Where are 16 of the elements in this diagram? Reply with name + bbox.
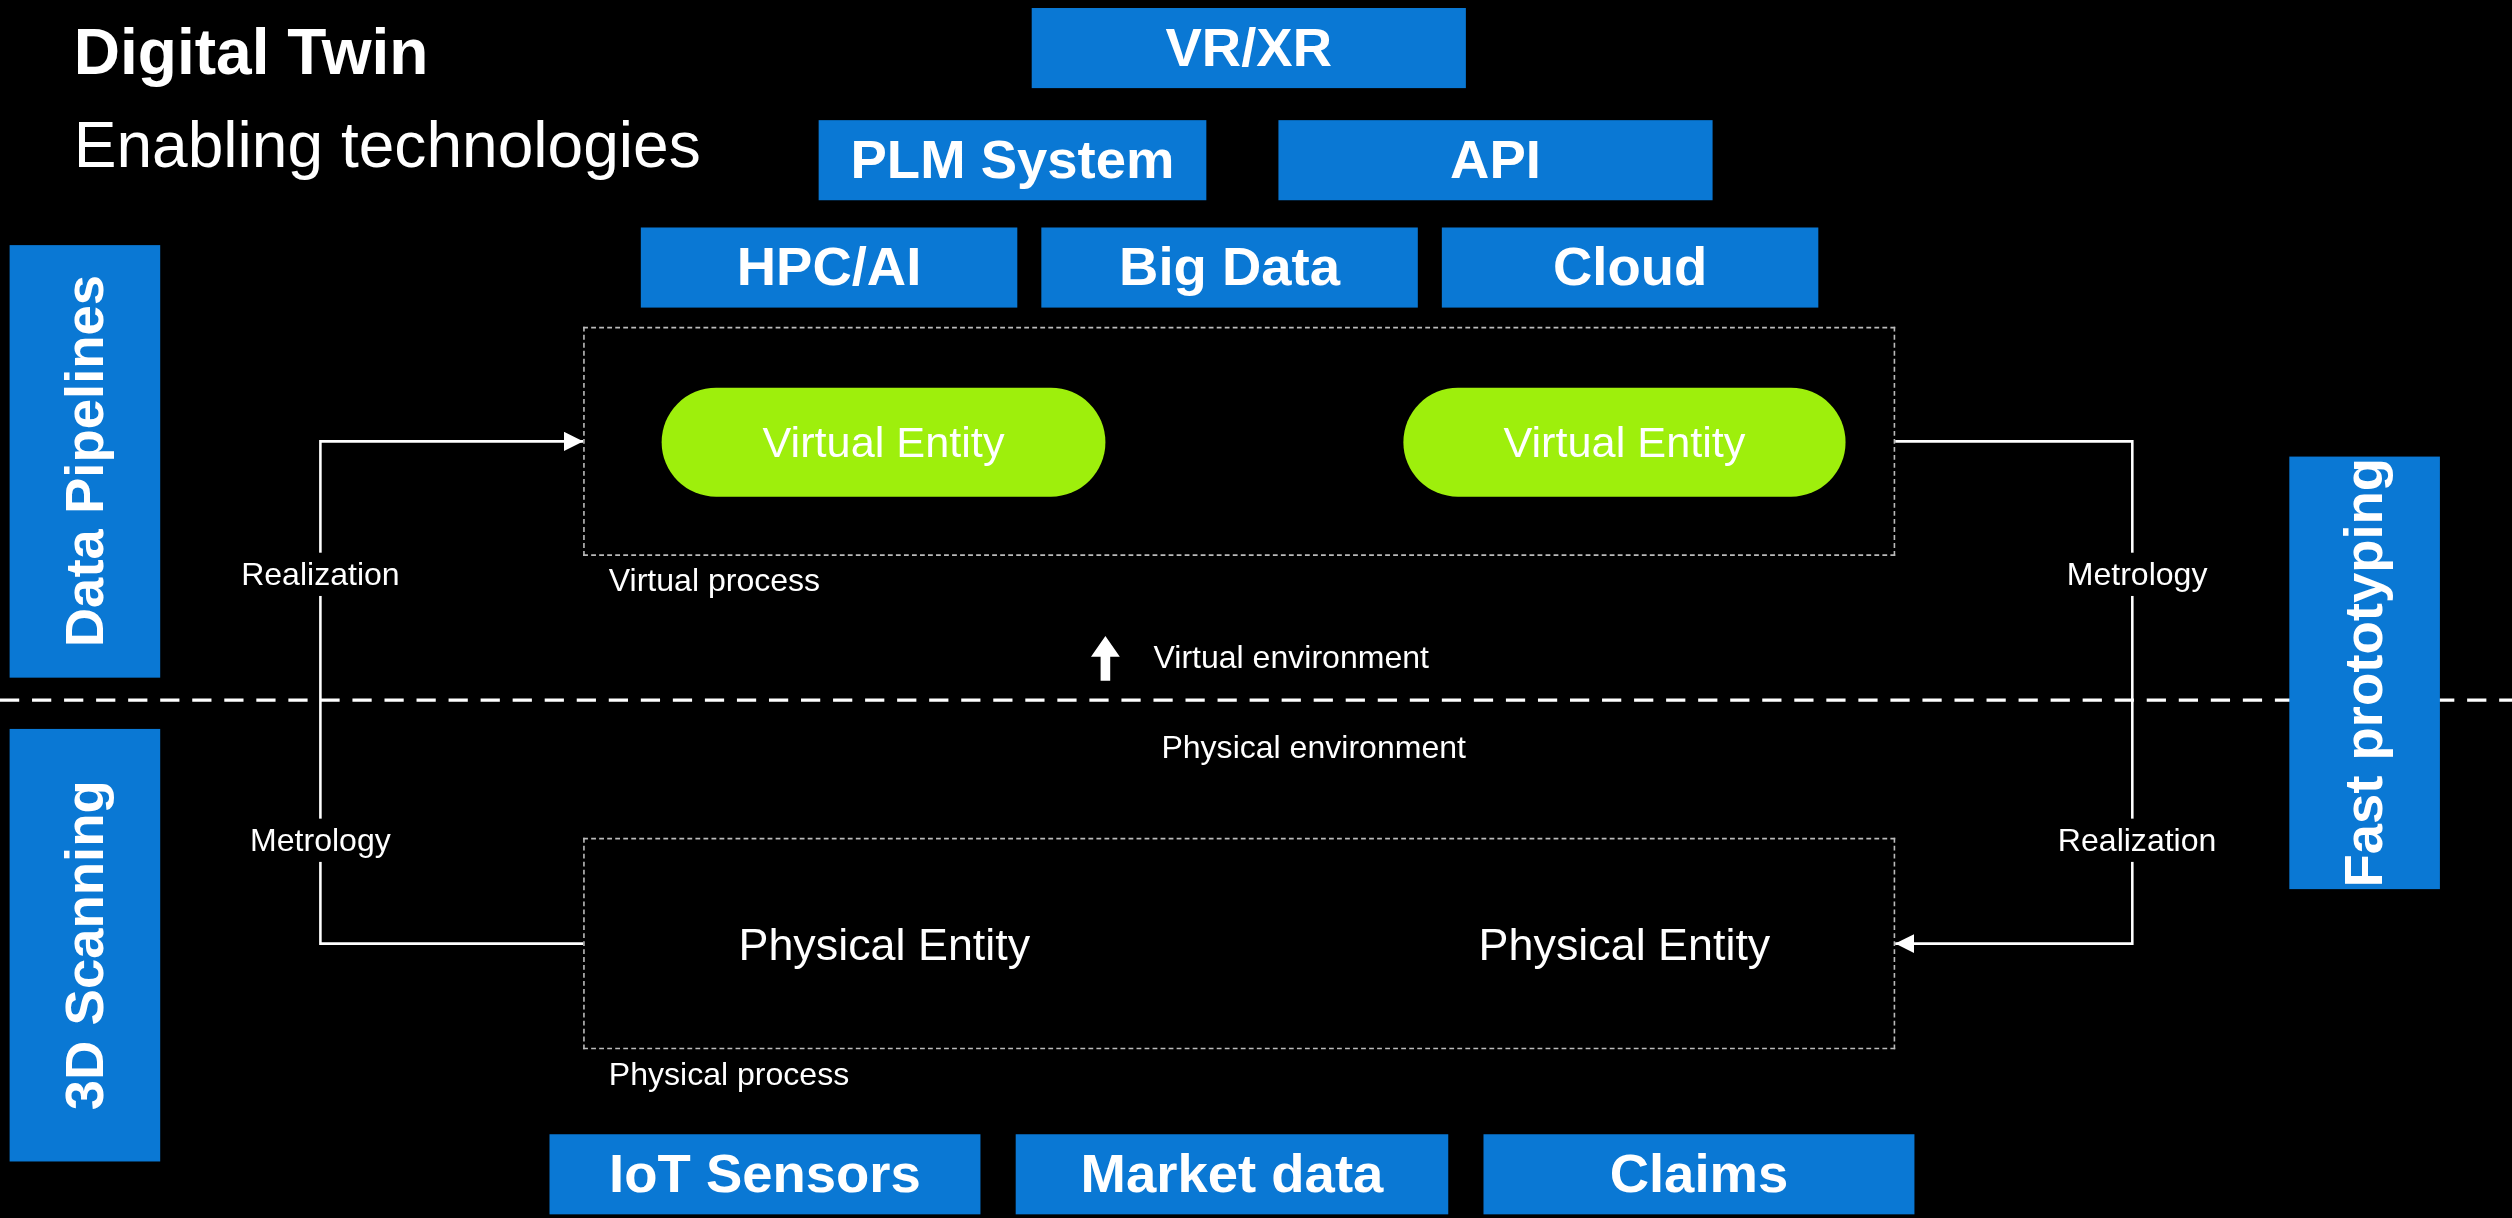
- technology-box: HPC/AI: [640, 227, 1018, 308]
- technology-box: API: [1278, 120, 1713, 201]
- connector-arrow: [1895, 440, 2134, 954]
- entity-pill: Virtual Entity: [1403, 387, 1846, 497]
- technology-box: Market data: [1015, 1134, 1449, 1215]
- technology-box: Data Pipelines: [9, 245, 161, 678]
- technology-box: IoT Sensors: [549, 1134, 981, 1215]
- technology-box: Fast prototyping: [2289, 456, 2440, 890]
- technology-box: PLM System: [818, 120, 1207, 201]
- technology-box: Big Data: [1041, 227, 1418, 308]
- technology-box: Cloud: [1441, 227, 1819, 308]
- technology-box: Claims: [1483, 1134, 1915, 1215]
- technology-box: 3D Scanning: [9, 728, 161, 1162]
- entity-pill: Virtual Entity: [661, 387, 1106, 497]
- connector-arrow: [319, 431, 584, 945]
- technology-box: VR/XR: [1031, 8, 1466, 89]
